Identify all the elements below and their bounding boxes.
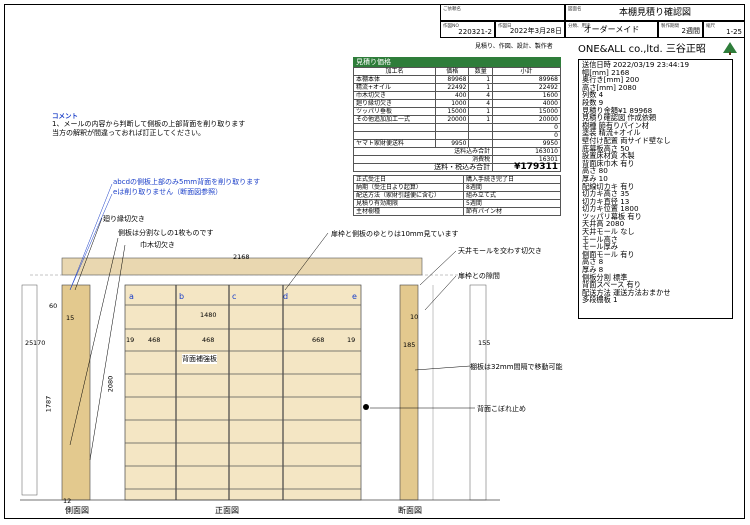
- dim-gap-right: 19: [347, 336, 356, 344]
- spec-line: 列数 4: [582, 90, 604, 100]
- tree-logo-icon: [722, 40, 738, 55]
- spec-line: 見積り確認図 作成依頼: [582, 113, 657, 123]
- figure-name-cell: 図面名 本棚見積り確認図: [565, 4, 745, 21]
- wiring-hole: [363, 404, 369, 410]
- dim-col3: 668: [312, 336, 325, 344]
- callout-split: 側板は分割なしの1枚ものです: [118, 229, 214, 237]
- dim-side-25: 25: [25, 339, 34, 347]
- label-section-view: 断面図: [398, 506, 422, 515]
- category-cell: 分類、用途 オーダーメイド: [565, 21, 658, 38]
- section-view-panel: [469, 284, 487, 501]
- front-view-body: [124, 284, 362, 501]
- callout-shelf-move: 棚板は32mm間隔で移動可能: [470, 363, 563, 371]
- spec-line: 側板分割 標準: [582, 272, 628, 282]
- spec-line: 塗装 精流+オイル: [582, 128, 641, 138]
- spec-line: 側面モール 有り: [582, 249, 635, 259]
- spec-line: 背面スペース 有り: [582, 280, 641, 290]
- dim-10: 10: [410, 313, 419, 321]
- callout-door-clear: 扉枠との隙間: [458, 272, 500, 280]
- column-letter-e: e: [352, 292, 357, 301]
- column-letter-c: c: [232, 292, 237, 301]
- callout-reinforce: 背面補強板: [182, 354, 217, 364]
- callout-door-gap: 扉枠と側板のゆとりは10mm見ています: [331, 230, 459, 238]
- callout-abcd: abcdの側板上部のみ5mm背面を削り取ります: [113, 178, 261, 186]
- callout-e: eは削り取りません（断面図参照）: [113, 188, 223, 196]
- company-name: ONE&ALL co.,ltd. 三谷正昭: [578, 44, 706, 55]
- spec-line: 天井高 2080: [582, 219, 625, 229]
- spec-line: 段数 9: [582, 97, 604, 107]
- dim-col2: 468: [202, 336, 215, 344]
- dim-155: 155: [478, 339, 491, 347]
- callout-habaki: 巾木切欠き: [140, 241, 175, 249]
- estimate-note: 見積り、作図、設計、製作者: [475, 43, 553, 50]
- spec-line: 配送方法 運送方法おまかせ: [582, 287, 671, 297]
- label-side-view: 側面図: [65, 506, 89, 515]
- page-frame: [4, 4, 745, 519]
- dim-185: 185: [403, 341, 416, 349]
- dim-width: 2168: [233, 253, 250, 261]
- spec-line: 切カキ位置 1800: [582, 204, 639, 214]
- comment-block: コメント 1、メールの内容から判断して側板の上部背面を削り取ります 当方の解釈が…: [52, 112, 246, 137]
- created-no-cell: 作図NO 220321-2: [440, 21, 495, 38]
- side-view-body: [61, 284, 91, 501]
- dim-gap-left: 19: [126, 336, 135, 344]
- request-name-cell: ご依頼名: [440, 4, 565, 21]
- spec-line: 設置床材質 木製: [582, 151, 635, 161]
- spec-line: 配線切カキ 有り: [582, 181, 635, 191]
- spec-line: 切カキ高さ 35: [582, 189, 630, 199]
- order-info-row: 主材樹種節有パイン材: [353, 207, 561, 216]
- spec-line: ツッパリ幕板 有り: [582, 211, 642, 221]
- dim-1787: 1787: [44, 395, 53, 413]
- spec-line: 高さ[mm] 2080: [582, 82, 637, 92]
- spec-line: 見積り金額¥1 89968: [582, 105, 653, 115]
- column-letter-b: b: [179, 292, 185, 301]
- page-cell: 縮尺 1-25: [703, 21, 745, 38]
- side-view-left-panel: [21, 284, 38, 496]
- spec-line: 多段棚板 1: [582, 295, 618, 305]
- delivery-cell: 製作期間 2週間: [658, 21, 703, 38]
- spec-line: 幅[mm] 2168: [582, 67, 630, 77]
- dim-15: 15: [66, 314, 75, 322]
- column-letter-a: a: [129, 292, 134, 301]
- spec-line: 厚み 8: [582, 265, 604, 275]
- spec-line: 背面床巾木 有り: [582, 158, 635, 168]
- figure-title: 本棚見積り確認図: [618, 8, 691, 18]
- callout-kobore: 背面こぼれ止め: [477, 405, 526, 413]
- spec-line: 奥行き[mm] 200: [582, 75, 640, 85]
- created-date-cell: 作図日 2022年3月28日: [495, 21, 565, 38]
- dim-12: 12: [63, 497, 72, 505]
- spec-line: 樹種 節有りパイン材: [582, 120, 649, 130]
- dim-col1: 468: [148, 336, 161, 344]
- spec-line: 高さ 80: [582, 166, 608, 176]
- column-letter-d: d: [283, 292, 289, 301]
- spec-line: 切カキ直径 13: [582, 196, 630, 206]
- order-info-table: 正式受注日購入手続き完了日納期（受注日より起算）8週間配送方法（家財引越便に含む…: [353, 175, 561, 216]
- dim-inner: 1480: [200, 311, 217, 319]
- spec-line: 高さ 8: [582, 257, 604, 267]
- spec-line: 送信日時 2022/03/19 23:44:19: [582, 60, 690, 69]
- estimate-title: 見積り価格: [353, 57, 561, 67]
- spec-line: 天井モール なし: [582, 227, 635, 237]
- spec-line: モール高さ: [582, 234, 618, 244]
- label-front-view: 正面図: [215, 506, 239, 515]
- callout-tenjou: 天井モールを交わす切欠き: [458, 247, 542, 255]
- spec-line: 壁付け配置 両サイド壁なし: [582, 135, 671, 145]
- dim-height: 2080: [106, 375, 115, 393]
- spec-line: 底幕板高さ 50: [582, 143, 630, 153]
- dim-60: 60: [49, 302, 58, 310]
- spec-line: モール厚み: [582, 242, 618, 252]
- spec-line: 厚み 10: [582, 173, 608, 183]
- dim-side-depth: 170: [33, 339, 46, 347]
- callout-mawari: 廻り縁切欠き: [103, 215, 145, 223]
